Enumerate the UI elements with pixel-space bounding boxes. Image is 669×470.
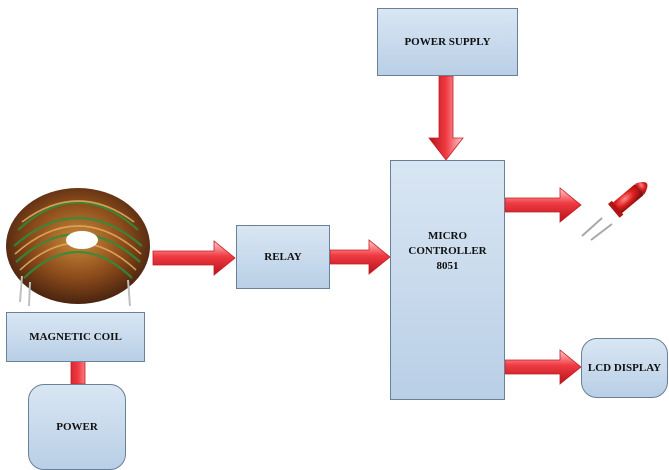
- microcontroller-label-line2: CONTROLLER: [408, 244, 487, 257]
- magnetic-coil-label: MAGNETIC COIL: [29, 330, 122, 343]
- toroidal-coil-icon: [6, 188, 150, 307]
- microcontroller-label-line1: MICRO: [427, 229, 468, 242]
- lcd-display-block: LCD DISPLAY: [581, 338, 668, 398]
- power-supply-label: POWER SUPPLY: [404, 35, 491, 48]
- arrow-relay-to-microcontroller: [329, 239, 391, 275]
- arrow-coil-to-relay: [152, 240, 236, 276]
- arrow-microcontroller-to-led: [504, 187, 582, 223]
- power-label: POWER: [56, 420, 98, 433]
- relay-label: RELAY: [264, 250, 302, 263]
- arrow-powersupply-to-microcontroller: [428, 75, 464, 161]
- relay-block: RELAY: [236, 225, 330, 289]
- microcontroller-block: MICRO CONTROLLER 8051: [390, 160, 505, 400]
- red-led-icon: [581, 182, 648, 241]
- power-supply-block: POWER SUPPLY: [377, 8, 518, 76]
- power-block: POWER: [28, 384, 126, 470]
- magnetic-coil-block: MAGNETIC COIL: [6, 312, 145, 362]
- lcd-display-label: LCD DISPLAY: [587, 361, 662, 374]
- microcontroller-label-line3: 8051: [436, 259, 459, 272]
- arrow-microcontroller-to-lcd: [504, 349, 582, 385]
